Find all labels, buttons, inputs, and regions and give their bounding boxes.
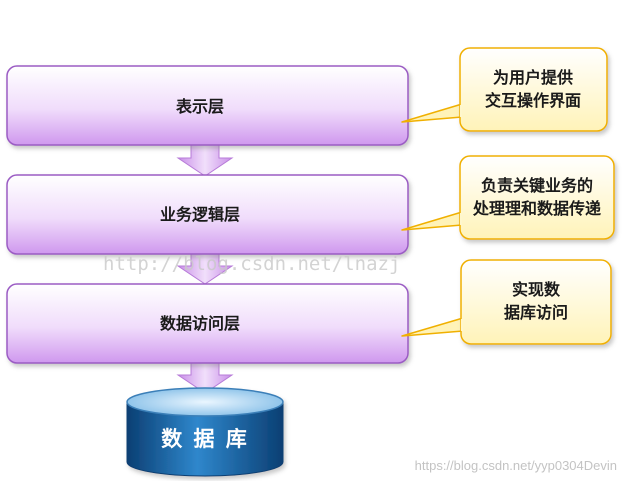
layer-data-access: 数据访问层 bbox=[6, 283, 409, 364]
layer-presentation: 表示层 bbox=[6, 65, 409, 146]
callout-3-line-2: 据库访问 bbox=[504, 303, 568, 322]
database-cylinder: 数 据 库 bbox=[126, 387, 284, 477]
layer-label-presentation: 表示层 bbox=[175, 97, 224, 116]
blog-watermark: http://blog.csdn.net/lnazj bbox=[103, 253, 400, 275]
layer-label-data-access: 数据访问层 bbox=[160, 314, 240, 333]
callout-1-line-1: 为用户提供 bbox=[493, 68, 573, 87]
callout-2-line-1: 负责关键业务的 bbox=[481, 176, 593, 195]
callout-1-line-2: 交互操作界面 bbox=[485, 91, 581, 110]
source-watermark: https://blog.csdn.net/yyp0304Devin bbox=[415, 458, 617, 473]
callout-2-line-2: 处理理和数据传递 bbox=[472, 199, 601, 218]
callout-2: 负责关键业务的 处理理和数据传递 bbox=[401, 155, 615, 240]
arrow-2 bbox=[176, 252, 234, 285]
callout-1: 为用户提供 交互操作界面 bbox=[401, 47, 608, 132]
arrow-3 bbox=[176, 361, 234, 394]
layer-label-business-logic: 业务逻辑层 bbox=[160, 205, 240, 224]
layer-business-logic: 业务逻辑层 bbox=[6, 174, 409, 255]
callout-3-line-1: 实现数 bbox=[512, 280, 561, 299]
database-label: 数 据 库 bbox=[161, 427, 249, 451]
callout-3: 实现数 据库访问 bbox=[401, 259, 612, 345]
arrow-1 bbox=[176, 144, 234, 177]
